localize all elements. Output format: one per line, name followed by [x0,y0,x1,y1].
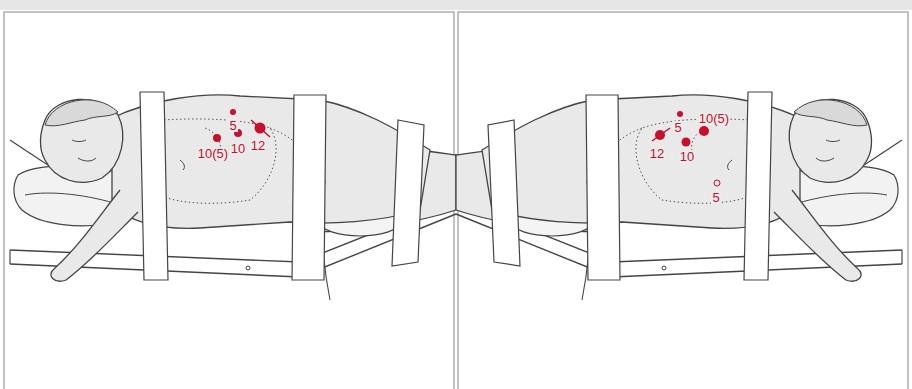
callout-number: 12 [250,139,266,152]
callout-number: 10 [679,150,695,163]
right-panel [456,12,908,389]
callout-number: 10(5) [197,147,229,160]
callout-number: 5 [228,119,237,132]
port-markers [213,109,720,186]
callout-number: 10(5) [698,112,730,125]
callout-number: 10 [230,142,246,155]
top-band [0,0,912,10]
callout-number: 5 [673,121,682,134]
left-panel [4,12,456,389]
callout-number: 5 [711,191,720,204]
callout-number: 12 [649,147,665,160]
